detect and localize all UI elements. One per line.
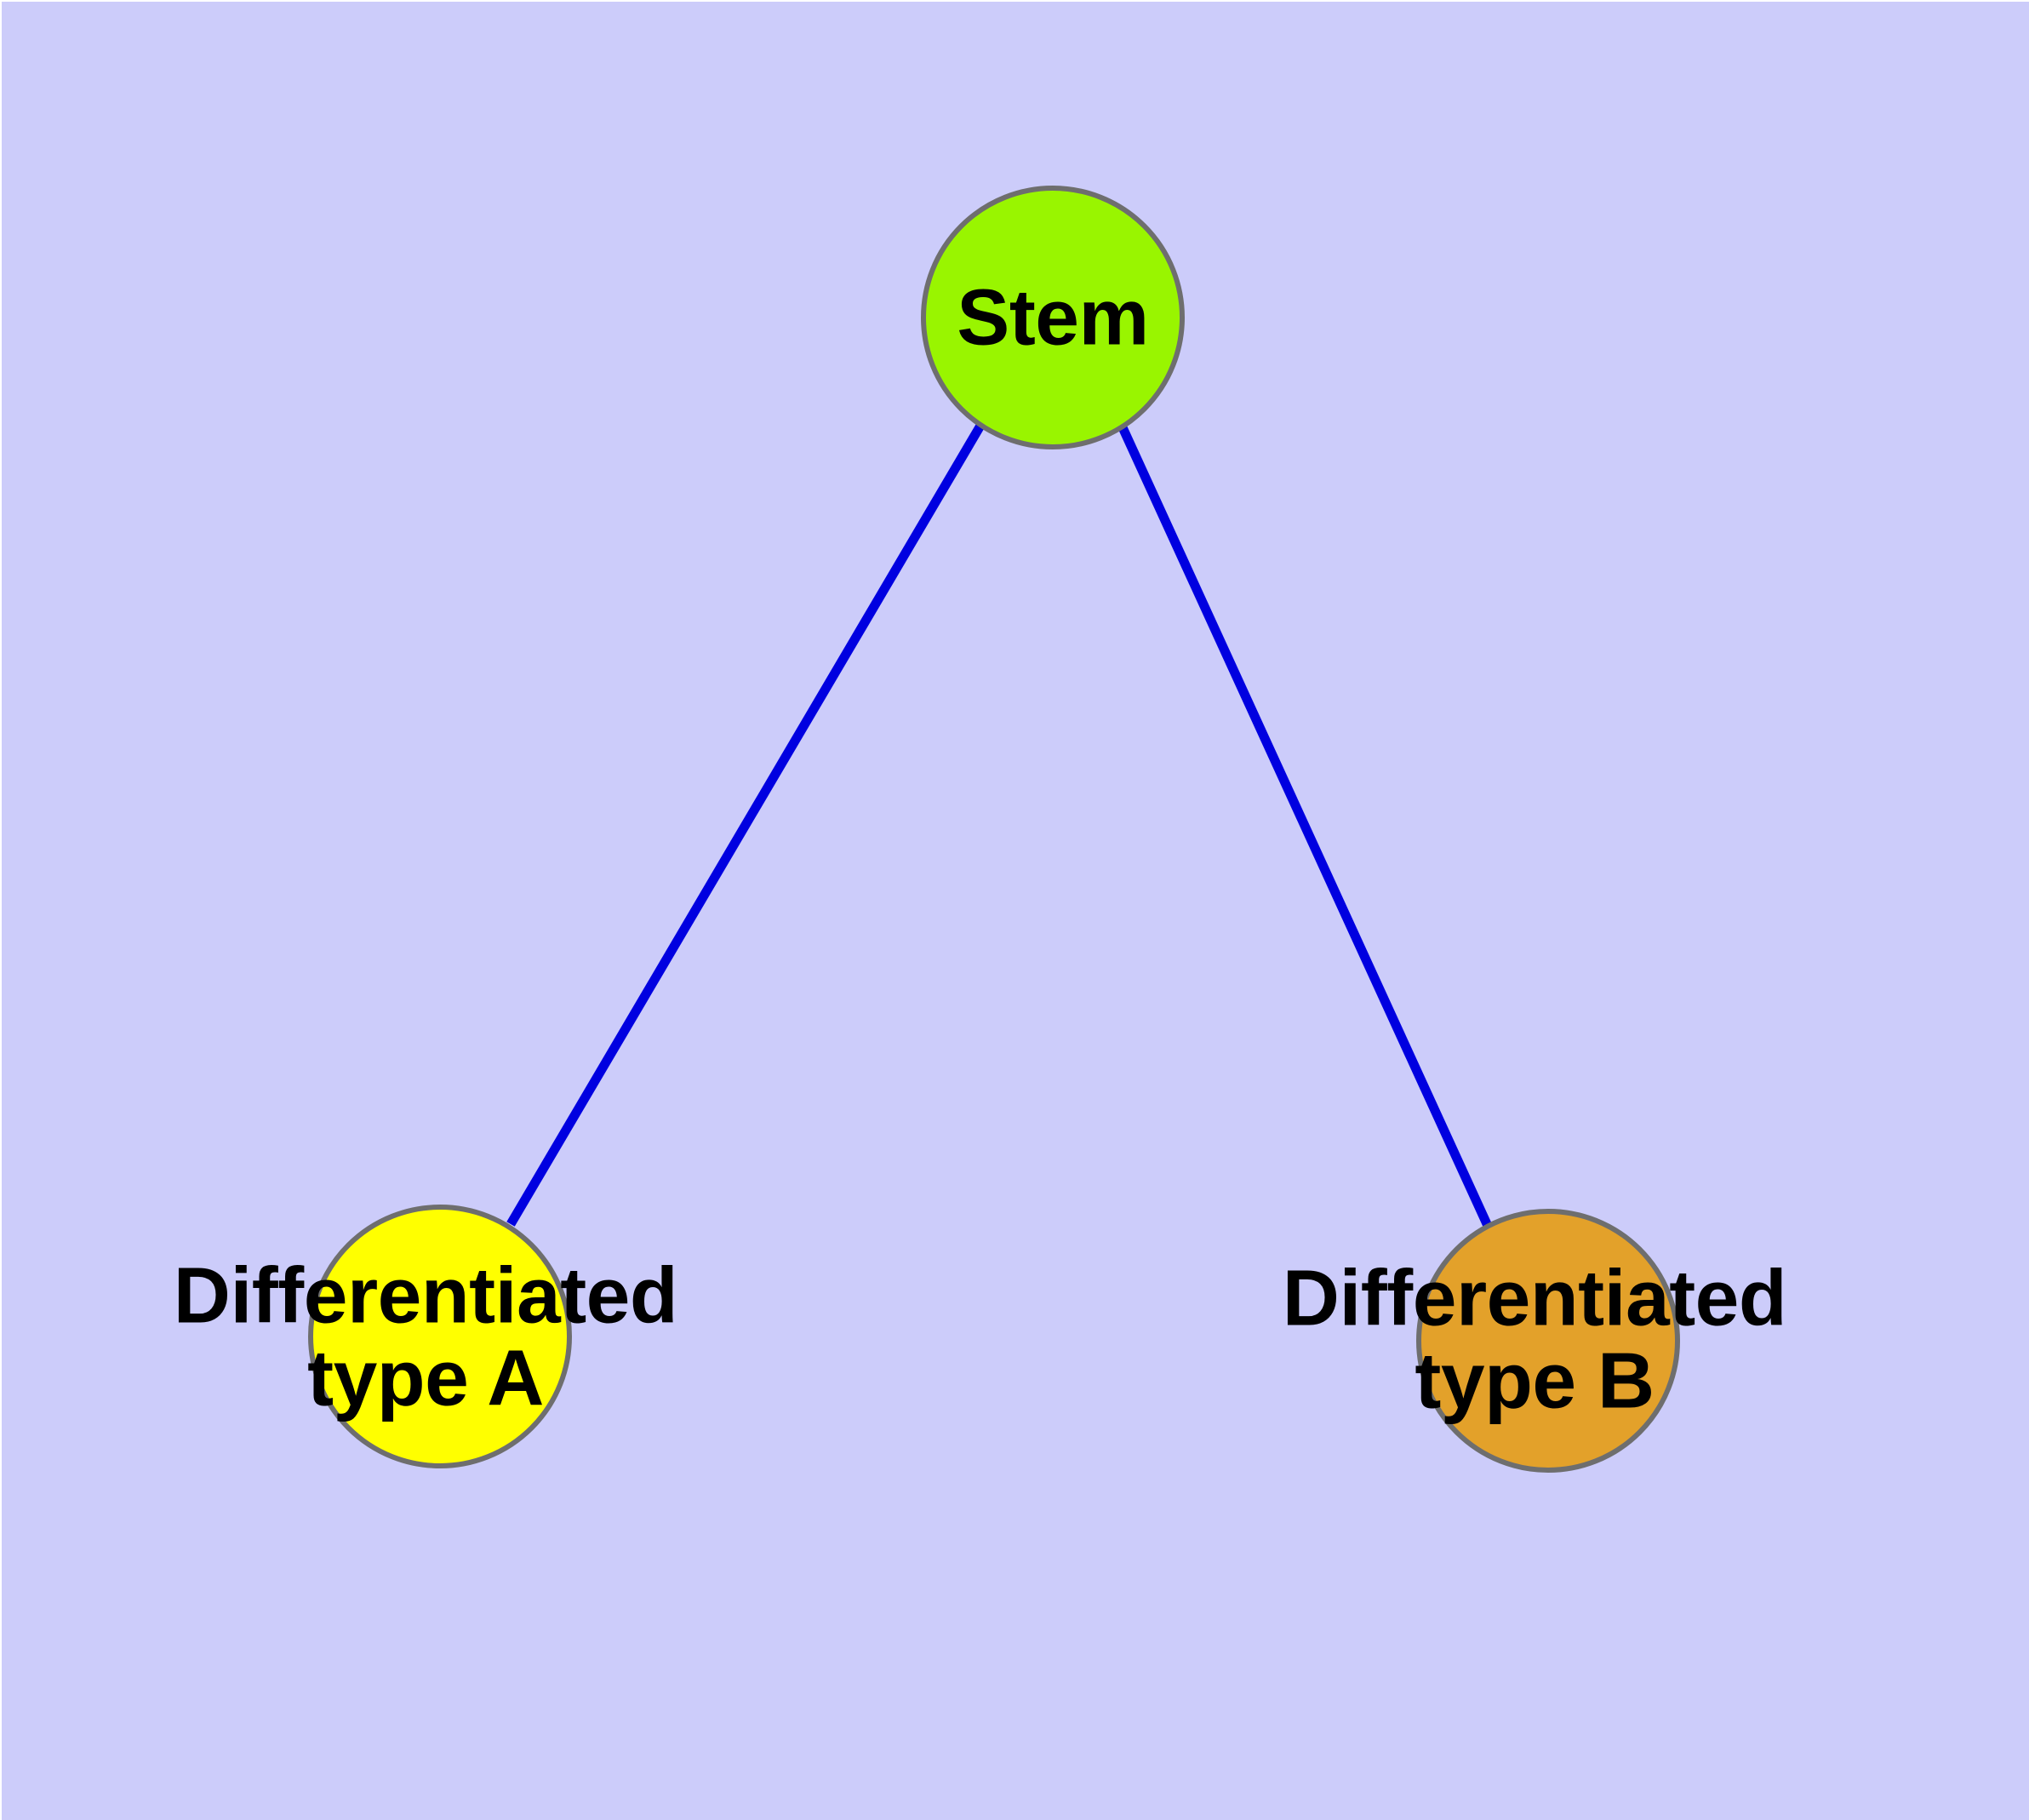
node-differentiated-type-b[interactable] xyxy=(1416,1209,1680,1473)
edge-stem-to-differentiated-type-a xyxy=(506,423,985,1227)
node-stem[interactable] xyxy=(921,186,1185,449)
node-differentiated-type-a[interactable] xyxy=(308,1205,572,1468)
node-layer xyxy=(308,186,1680,1473)
edge-layer xyxy=(506,423,1493,1228)
edge-stem-to-differentiated-type-b xyxy=(1117,423,1493,1228)
